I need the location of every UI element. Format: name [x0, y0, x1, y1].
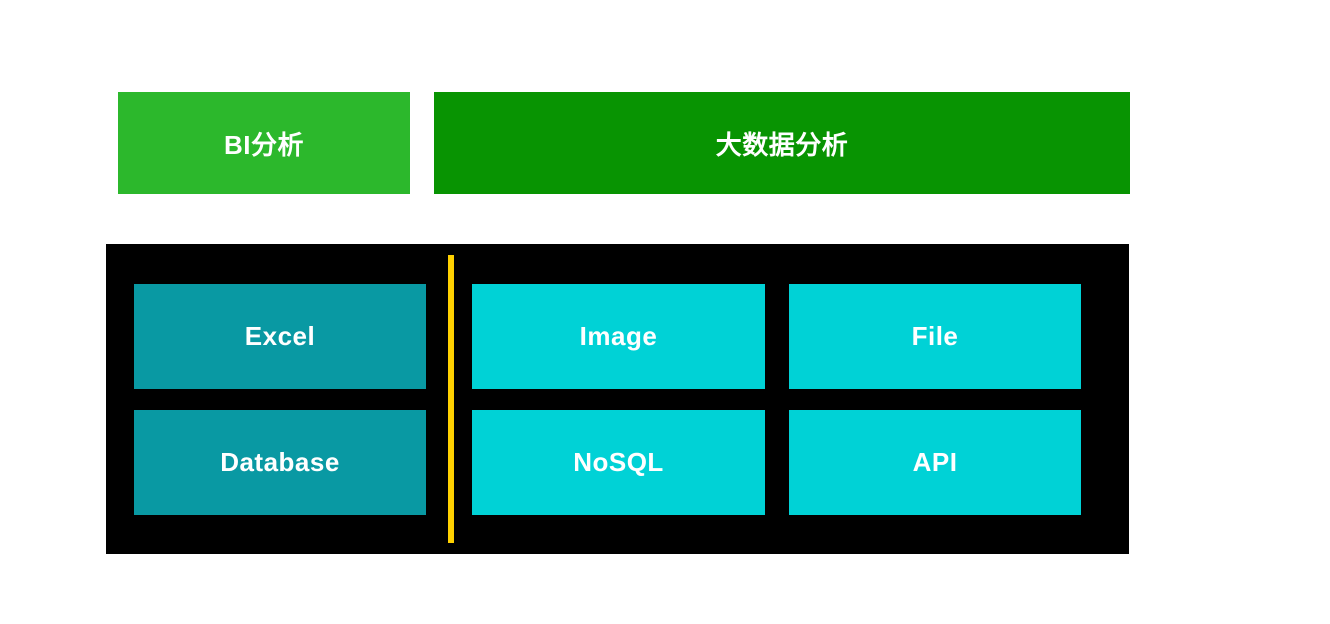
source-block-api: API — [789, 410, 1081, 515]
source-block-image: Image — [472, 284, 765, 389]
bigdata-analysis-label: 大数据分析 — [715, 129, 849, 160]
data-sources-panel: Excel Database Image File NoSQL API — [106, 244, 1129, 554]
source-block-file: File — [789, 284, 1081, 389]
source-label-file: File — [911, 321, 959, 351]
source-label-excel: Excel — [244, 321, 316, 351]
bigdata-analysis-header-block: 大数据分析 — [434, 92, 1130, 194]
source-label-image: Image — [579, 321, 658, 351]
source-block-excel: Excel — [134, 284, 426, 389]
source-label-api: API — [912, 447, 958, 477]
source-block-database: Database — [134, 410, 426, 515]
section-divider-line — [448, 255, 454, 543]
bi-analysis-header-block: BI分析 — [118, 92, 410, 194]
bi-analysis-label: BI分析 — [223, 129, 304, 160]
source-label-database: Database — [220, 447, 340, 477]
source-label-nosql: NoSQL — [573, 447, 664, 477]
source-block-nosql: NoSQL — [472, 410, 765, 515]
